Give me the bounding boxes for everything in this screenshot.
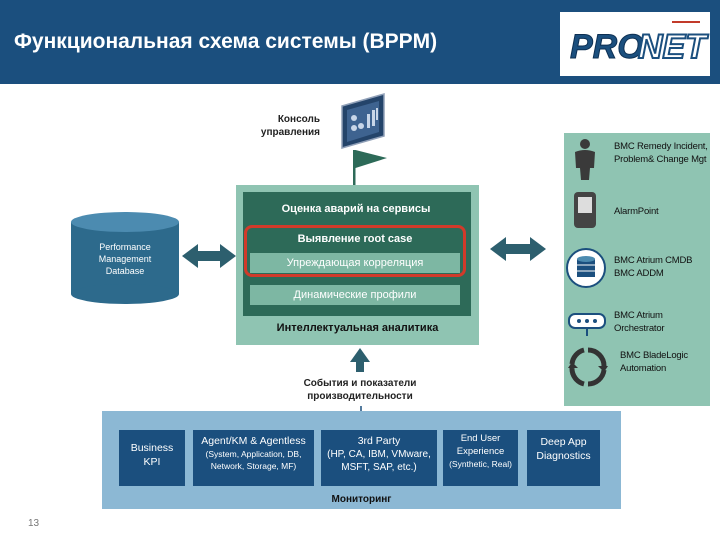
cycle-icon [568,346,608,388]
console-label: Консоль управления [260,114,320,138]
tool-label-remedy: BMC Remedy Incident, Problem& Change Mgt [614,141,708,165]
page-title: Функциональная схема системы (BPPM) [14,30,438,53]
monitor-box-deep-app: Deep App Diagnostics [527,430,600,486]
person-icon [570,138,600,182]
monitor-box-title: End User Experience [456,433,505,457]
monitor-box-business-kpi: Business KPI [119,430,185,486]
orchestrator-icon [567,306,607,338]
tool-label-orchestrator: BMC Atrium Orchestrator [614,310,665,334]
up-arrow [350,348,370,372]
flag-icon [351,148,391,188]
tool-label-cmdb: BMC Atrium CMDB BMC ADDM [614,255,693,279]
monitor-box-subtitle: (HP, CA, IBM, VMware, MSFT, SAP, etc.) [327,449,431,473]
svg-text:NET: NET [638,28,709,66]
analytics-label: Интеллектуальная аналитика [276,322,439,334]
monitor-box-title: 3rd Party [357,435,401,447]
highlight-frame [244,225,466,277]
monitor-box-title: Agent/KM & Agentless [201,435,306,447]
monitor-box-agent: Agent/KM & Agentless (System, Applicatio… [193,430,314,486]
monitor-box-subtitle: (Synthetic, Real) [449,459,512,469]
monitor-box-title: Deep App Diagnostics [536,436,591,462]
right-double-arrow [490,237,546,261]
database-icon [566,248,606,288]
pager-icon [572,190,598,230]
bar-predictive-correlation: Упреждающая корреляция [250,253,460,273]
pronet-logo: PRO NET [560,12,710,76]
bar-dynamic-profiles: Динамические профили [250,285,460,305]
bar-incident-assessment: Оценка аварий на сервисы [244,199,468,219]
monitor-box-end-user: End User Experience (Synthetic, Real) [443,430,518,486]
svg-text:PRO: PRO [570,28,644,66]
bar-root-cause: Выявление root case [297,233,413,245]
monitor-box-subtitle: (System, Application, DB, Network, Stora… [205,449,302,471]
database-cylinder [71,212,179,304]
monitoring-label: Мониторинг [331,494,392,505]
left-double-arrow [182,244,236,268]
page-number: 13 [28,518,40,529]
monitor-icon [330,92,396,172]
monitor-box-third-party: 3rd Party (HP, CA, IBM, VMware, MSFT, SA… [321,430,437,486]
database-label: Performance Management Database [98,242,152,276]
tool-label-alarmpoint: AlarmPoint [614,206,659,217]
tool-label-bladelogic: BMC BladeLogic Automation [620,350,688,374]
events-label: События и показатели производительности [303,378,417,402]
monitor-box-title: Business KPI [130,442,174,468]
